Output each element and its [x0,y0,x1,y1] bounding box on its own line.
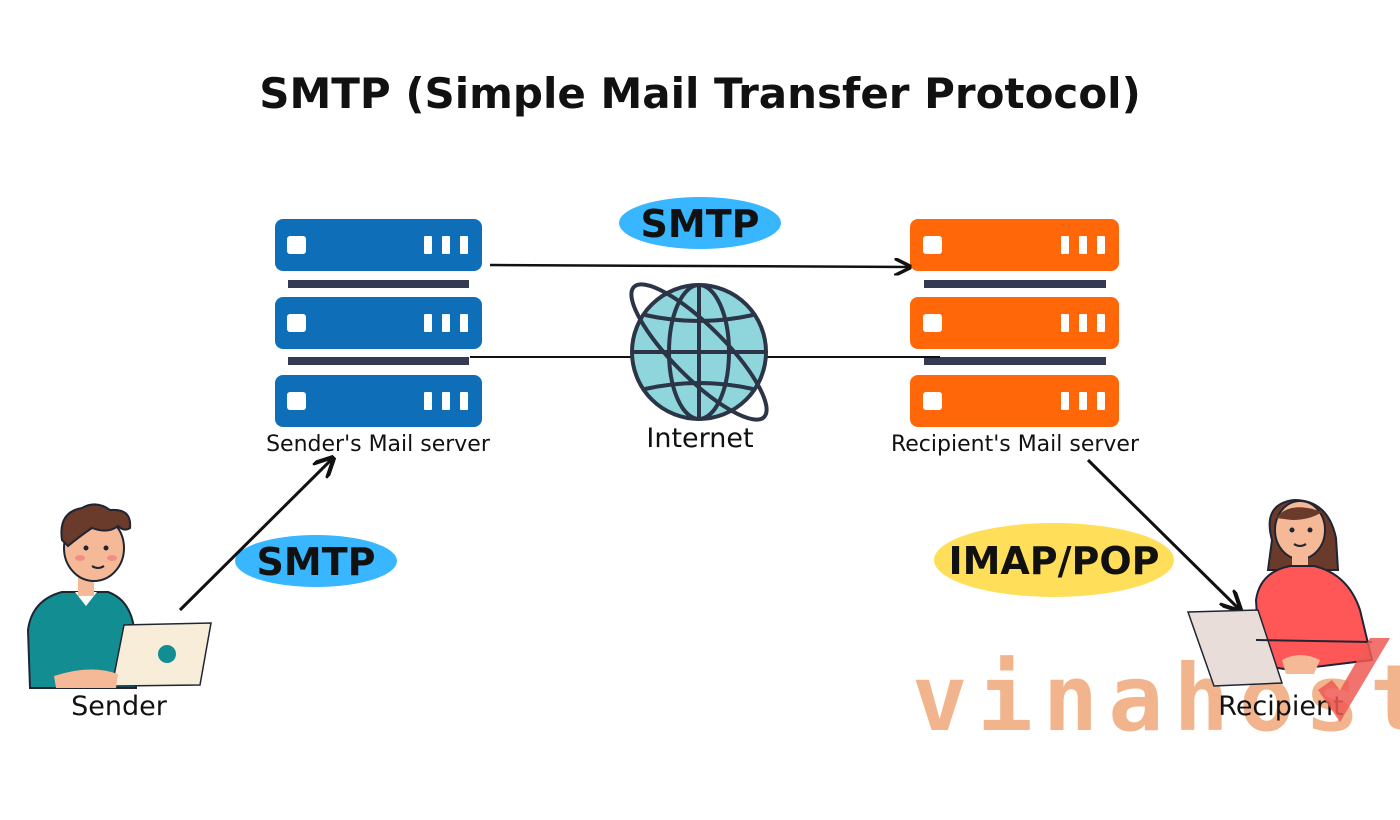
smtp-badge-top: SMTP [619,197,781,249]
recipient-server-icon [910,219,1119,427]
sender-server-label: Sender's Mail server [266,432,491,457]
sender-to-server-arrow [178,458,333,612]
globe-icon [629,282,769,422]
recipient-person-icon [1186,498,1374,687]
smtp-badge-left: SMTP [235,535,397,587]
server-to-server-arrow [489,265,910,267]
imap-pop-badge: IMAP/POP [934,523,1174,597]
imap-pop-badge-text: IMAP/POP [948,539,1159,583]
server-to-recipient-arrow [1086,458,1240,610]
smtp-badge-left-text: SMTP [257,540,376,584]
internet-label: Internet [646,423,753,454]
recipient-server-label: Recipient's Mail server [891,432,1140,457]
watermark-check-icon [1318,638,1390,722]
sender-label: Sender [71,691,168,722]
sender-server-icon [275,219,482,427]
smtp-badge-top-text: SMTP [641,202,760,246]
sender-person-icon [26,503,212,689]
diagram-title: SMTP (Simple Mail Transfer Protocol) [259,69,1141,118]
